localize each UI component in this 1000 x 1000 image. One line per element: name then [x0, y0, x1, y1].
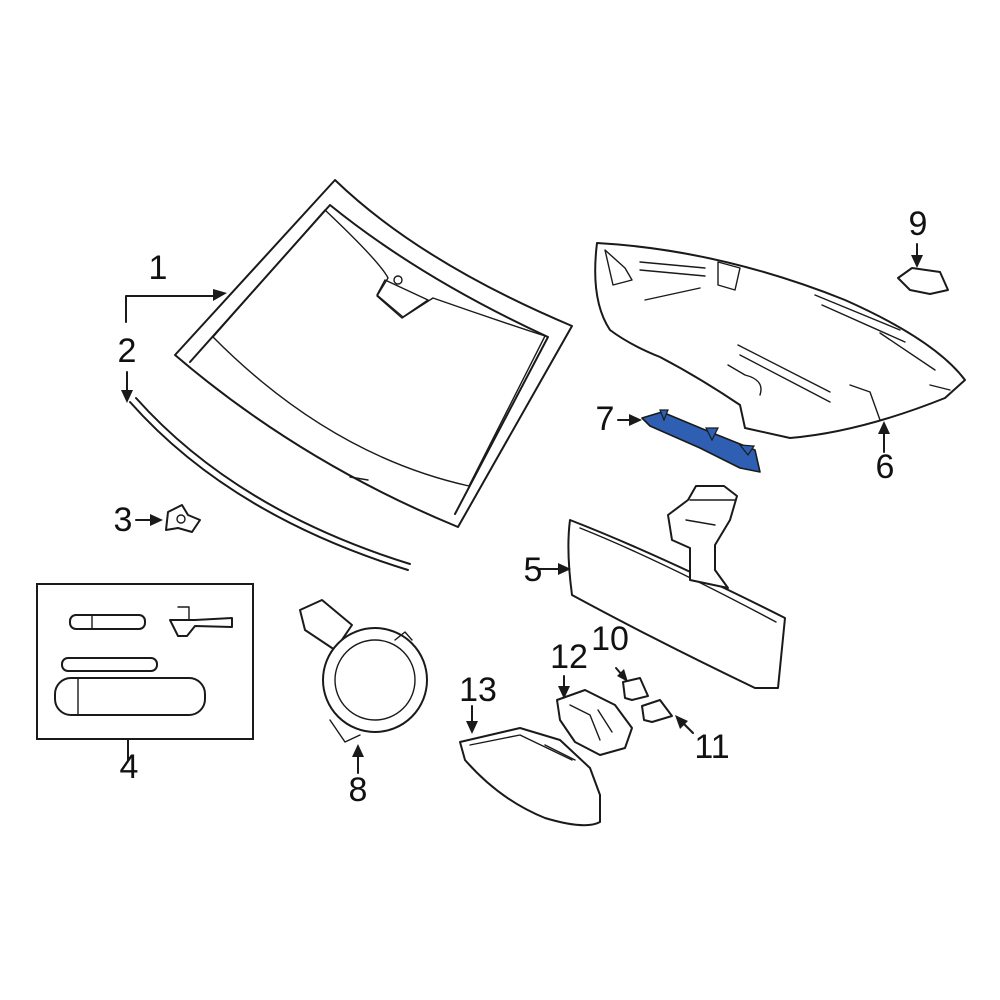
callout-10: 10 — [591, 620, 629, 658]
windshield-glass — [174, 179, 573, 528]
callout-5: 5 — [523, 551, 543, 589]
callout-8: 8 — [348, 771, 368, 809]
connector-11 — [641, 699, 694, 734]
small-cover — [897, 243, 949, 295]
callout-2: 2 — [117, 332, 137, 370]
molding-strip — [129, 397, 411, 571]
callout-13: 13 — [459, 671, 497, 709]
leader-1-2 — [121, 289, 227, 403]
rain-sensor — [299, 599, 428, 774]
switch-assembly — [556, 675, 633, 756]
adhesive-kit-box — [36, 583, 254, 761]
callout-11: 11 — [694, 728, 730, 766]
callout-3: 3 — [113, 501, 133, 539]
clip-part — [135, 504, 201, 533]
overhead-trim-panel — [594, 242, 966, 453]
rearview-mirror — [536, 485, 786, 689]
connector-10 — [615, 667, 649, 701]
highlighted-bracket — [617, 409, 761, 473]
callout-7: 7 — [595, 400, 615, 438]
callout-4: 4 — [119, 748, 139, 786]
callout-9: 9 — [908, 205, 928, 243]
callout-6: 6 — [875, 448, 895, 486]
callout-1: 1 — [148, 249, 168, 287]
callout-12: 12 — [550, 638, 588, 676]
console-housing — [459, 705, 601, 827]
